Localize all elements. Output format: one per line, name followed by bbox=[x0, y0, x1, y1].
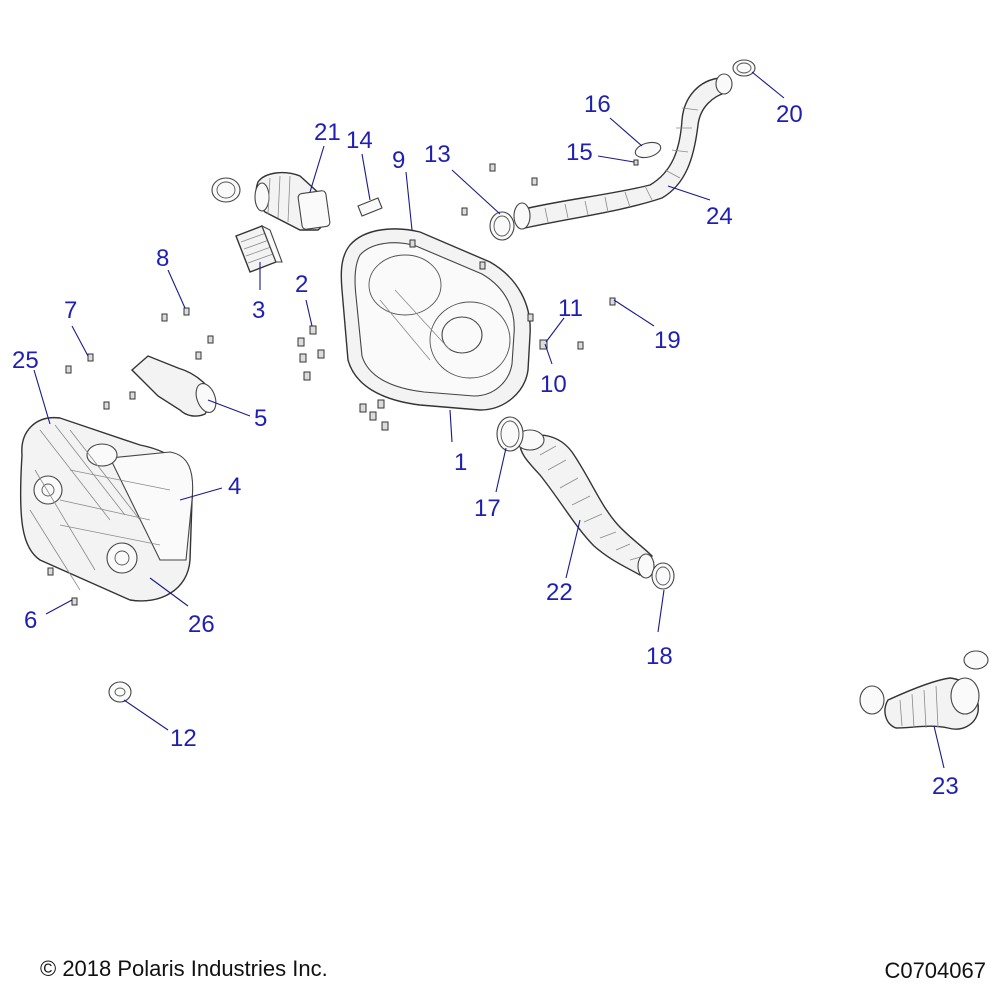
intake-duct-5 bbox=[130, 355, 217, 417]
upper-duct-hose-24 bbox=[513, 73, 733, 230]
callout-3: 3 bbox=[252, 297, 265, 324]
outer-clutch-cover bbox=[19, 417, 194, 602]
lower-duct-hose-22 bbox=[515, 429, 655, 579]
filter-element-3 bbox=[235, 224, 283, 273]
callout-17: 17 bbox=[474, 495, 501, 522]
intake-boot-21 bbox=[211, 171, 331, 231]
clamp-13 bbox=[489, 211, 515, 241]
callout-12: 12 bbox=[170, 725, 197, 752]
clamp-20 bbox=[732, 59, 756, 77]
callout-19: 19 bbox=[654, 327, 681, 354]
duct-elbow-23 bbox=[859, 650, 989, 730]
seal-14 bbox=[357, 197, 383, 217]
callout-15: 15 bbox=[566, 139, 593, 166]
callout-20: 20 bbox=[776, 101, 803, 128]
leader-lines bbox=[33, 71, 945, 769]
callout-23: 23 bbox=[932, 773, 959, 800]
callout-4: 4 bbox=[228, 473, 241, 500]
clamp-18 bbox=[651, 562, 675, 590]
callout-26: 26 bbox=[188, 611, 215, 638]
callout-21: 21 bbox=[314, 119, 341, 146]
callout-5: 5 bbox=[254, 405, 267, 432]
callout-8: 8 bbox=[156, 245, 169, 272]
callout-18: 18 bbox=[646, 643, 673, 670]
callout-10: 10 bbox=[540, 371, 567, 398]
callout-16: 16 bbox=[584, 91, 611, 118]
callout-9: 9 bbox=[392, 147, 405, 174]
callout-25: 25 bbox=[12, 347, 39, 374]
inner-clutch-cover bbox=[340, 228, 531, 411]
callout-7: 7 bbox=[64, 297, 77, 324]
callout-24: 24 bbox=[706, 203, 733, 230]
callout-6: 6 bbox=[24, 607, 37, 634]
callout-1: 1 bbox=[454, 449, 467, 476]
callouts: 1 2 3 4 5 6 7 8 9 10 11 12 13 14 15 16 1… bbox=[12, 91, 959, 800]
callout-13: 13 bbox=[424, 141, 451, 168]
washer-12 bbox=[108, 681, 132, 703]
fasteners bbox=[47, 159, 639, 606]
clamp-17 bbox=[496, 416, 524, 452]
copyright-notice: © 2018 Polaris Industries Inc. bbox=[40, 956, 328, 981]
drawing-number: C0704067 bbox=[884, 958, 986, 983]
callout-22: 22 bbox=[546, 579, 573, 606]
callout-2: 2 bbox=[295, 271, 308, 298]
callout-14: 14 bbox=[346, 127, 373, 154]
callout-11: 11 bbox=[558, 295, 583, 322]
